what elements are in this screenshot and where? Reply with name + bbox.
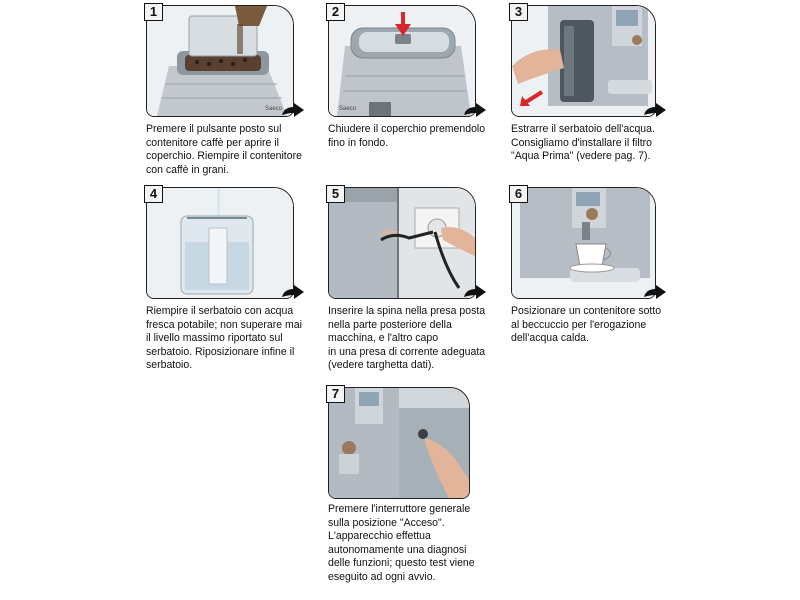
step-illustration (328, 387, 470, 499)
step-illustration (328, 187, 476, 299)
step-caption: Estrarre il serbatoio dell'acqua. Consig… (511, 123, 655, 163)
next-step-arrow-icon (464, 103, 486, 117)
saeco-logo: Saeco (265, 106, 283, 112)
next-step-arrow-icon (644, 285, 666, 299)
next-step-arrow-icon (282, 103, 304, 117)
step-illustration: Saeco (146, 5, 294, 117)
step-number: 2 (326, 3, 345, 21)
step-number: 5 (326, 185, 345, 203)
svg-text:Saeco: Saeco (265, 106, 283, 112)
step-caption: Riempire il serbatoio con acqua fresca p… (146, 305, 302, 372)
next-step-arrow-icon (644, 103, 666, 117)
next-step-arrow-icon (282, 285, 304, 299)
step-number: 7 (326, 385, 345, 403)
step-caption: Premere il pulsante posto sul contenitor… (146, 123, 302, 176)
step-illustration: Saeco (328, 5, 476, 117)
step-number: 6 (509, 185, 528, 203)
step-caption: Posizionare un contenitore sotto al becc… (511, 305, 662, 345)
step-illustration (511, 5, 656, 117)
step-number: 3 (509, 3, 528, 21)
next-step-arrow-icon (464, 285, 486, 299)
step-number: 4 (144, 185, 163, 203)
step-caption: Chiudere il coperchio premendolo fino in… (328, 123, 486, 149)
step-caption: Inserire la spina nella presa posta nell… (328, 305, 486, 372)
step-number: 1 (144, 3, 163, 21)
saeco-logo: Saeco (339, 106, 357, 112)
step-illustration (511, 187, 656, 299)
step-caption: Premere l'interruttore generale sulla po… (328, 503, 475, 583)
step-illustration (146, 187, 294, 299)
